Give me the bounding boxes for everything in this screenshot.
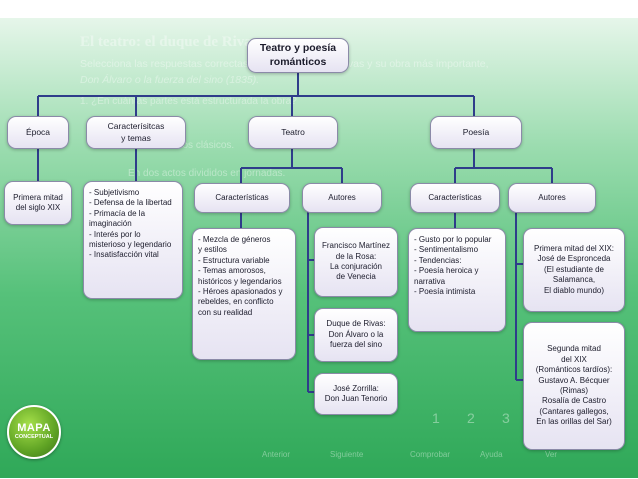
root-node: Teatro y poesía románticos	[247, 38, 349, 73]
background-footer-4: Ayuda	[480, 450, 503, 459]
node-teatro-caracteristicas-list: - Mezcla de géneros y estilos - Estructu…	[192, 228, 296, 360]
node-teatro: Teatro	[248, 116, 338, 149]
node-poesia-autores-1: Primera mitad del XIX: José de Espronced…	[523, 228, 625, 312]
node-autor-rivas: Duque de Rivas: Don Álvaro o la fuerza d…	[314, 308, 398, 362]
background-page-1: 1	[432, 410, 440, 426]
logo-text-line-1: MAPA	[17, 422, 51, 435]
background-footer-2: Siguiente	[330, 450, 364, 459]
background-option-2: En dos actos divididos en jornadas.	[128, 168, 286, 179]
node-temas-list: - Subjetivismo - Defensa de la libertad …	[83, 181, 183, 299]
background-page-3: 3	[502, 410, 510, 426]
node-poesia-autores: Autores	[508, 183, 596, 213]
mapa-conceptual-logo: MAPA CONCEPTUAL	[7, 405, 61, 459]
node-epoca: Época	[7, 116, 69, 149]
node-epoca-value: Primera mitad del siglo XIX	[4, 181, 72, 225]
background-question-1: 1. ¿En cuántas partes está estructurada …	[80, 96, 297, 107]
node-teatro-caracteristicas: Características	[194, 183, 290, 213]
node-caracteristicas-temas: Caracterísitcas y temas	[86, 116, 186, 149]
node-teatro-autores: Autores	[302, 183, 382, 213]
background-footer-3: Comprobar	[410, 450, 451, 459]
node-poesia-caracteristicas: Características	[410, 183, 500, 213]
background-footer-1: Anterior	[262, 450, 291, 459]
node-poesia-caracteristicas-list: - Gusto por lo popular - Sentimentalismo…	[408, 228, 506, 332]
node-autor-zorrilla: José Zorrilla: Don Juan Tenorio	[314, 373, 398, 415]
background-heading: El teatro: el duque de Rivas	[80, 34, 258, 50]
node-poesia-autores-2: Segunda mitad del XIX (Románticos tardío…	[523, 322, 625, 450]
logo-text-line-2: CONCEPTUAL	[14, 434, 54, 441]
background-footer-5: Ver	[545, 450, 558, 459]
background-page-2: 2	[467, 410, 475, 426]
background-line-2: Don Álvaro o la fuerza del sino (1835).	[80, 74, 260, 86]
node-autor-martinez: Francisco Martínez de la Rosa: La conjur…	[314, 227, 398, 297]
node-poesia: Poesía	[430, 116, 522, 149]
